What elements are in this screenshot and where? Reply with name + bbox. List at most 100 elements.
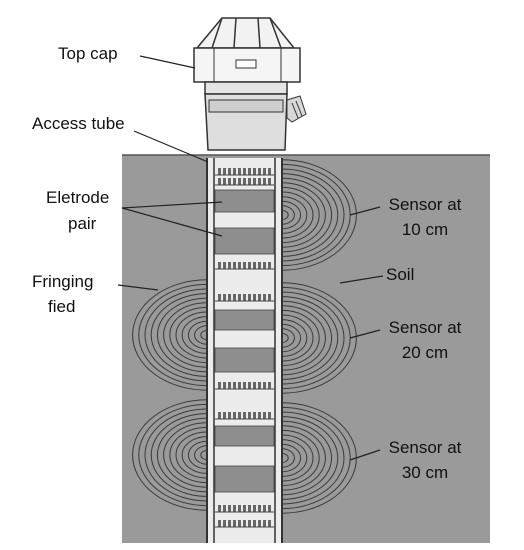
field-line (144, 408, 208, 502)
field-line (281, 411, 345, 505)
spacer-comb-1 (215, 168, 274, 176)
field-line (281, 291, 345, 385)
leader-lines (117, 55, 384, 461)
field-line (281, 434, 314, 482)
label-sensor-10-line1: Sensor at (388, 195, 462, 214)
field-line (281, 429, 320, 487)
label-soil: Soil (386, 265, 415, 284)
spacer-comb-5 (215, 382, 274, 390)
field-line (281, 328, 295, 348)
field-line (281, 420, 333, 496)
fringing-field-patterns (132, 159, 357, 514)
fringing-field-3 (281, 282, 357, 394)
electrode-ring-3 (214, 309, 275, 331)
leader-access-tube (133, 130, 209, 163)
field-line (144, 288, 208, 382)
fringing-field-2 (132, 279, 208, 391)
leader-electrode-1 (121, 201, 223, 209)
field-line (281, 177, 333, 253)
spacer-comb-6 (215, 412, 274, 420)
field-line (175, 431, 208, 479)
electrode-ring-6 (214, 465, 275, 493)
field-line (132, 399, 208, 511)
field-line (281, 186, 320, 244)
field-line (281, 319, 308, 357)
spacer-comb-7 (215, 505, 274, 513)
field-line (194, 325, 208, 345)
field-line (281, 443, 302, 473)
field-line (200, 329, 208, 341)
spacer-comb-4 (215, 294, 274, 302)
label-sensor-10-line2: 10 cm (401, 220, 449, 239)
field-line (281, 205, 295, 225)
field-line (281, 448, 295, 468)
label-access-tube: Access tube (32, 114, 125, 133)
field-line (281, 305, 326, 371)
label-fringing-line1: Fringing (32, 272, 94, 291)
field-line (156, 297, 208, 373)
field-line (281, 196, 308, 234)
field-line (281, 332, 289, 344)
spacer-comb-3 (215, 262, 274, 270)
field-line (281, 191, 314, 239)
field-line (138, 403, 208, 507)
electrode-ring-4 (214, 347, 275, 373)
label-top-cap: Top cap (58, 44, 118, 63)
field-line (169, 306, 208, 364)
field-line (132, 279, 208, 391)
field-line (181, 436, 208, 474)
leader-fringing (117, 284, 159, 291)
spacer-comb-2 (215, 178, 274, 186)
label-sensor-20-line1: Sensor at (388, 318, 462, 337)
field-line (150, 413, 208, 497)
field-line (175, 311, 208, 359)
leader-sensor-20 (349, 329, 381, 339)
field-line (281, 323, 302, 353)
electrode-ring-2 (214, 227, 275, 255)
field-line (138, 283, 208, 387)
field-line (194, 445, 208, 465)
electrode-pairs (214, 168, 275, 528)
field-line (281, 182, 326, 248)
field-line (281, 159, 357, 271)
field-line (163, 422, 208, 488)
field-line (281, 439, 308, 477)
label-sensor-20-line2: 20 cm (401, 343, 449, 362)
field-line (281, 296, 339, 380)
electrode-ring-1 (214, 189, 275, 213)
spacer-comb-8 (215, 520, 274, 528)
leader-sensor-30 (349, 449, 381, 461)
field-line (281, 406, 351, 510)
label-electrode-line1: Eletrode (46, 188, 110, 207)
label-electrode-line2: pair (68, 214, 97, 233)
field-line (281, 314, 314, 362)
label-fringing-line2: fied (48, 297, 76, 316)
field-line (281, 416, 339, 500)
label-sensor-30-line1: Sensor at (388, 438, 462, 457)
field-line (200, 449, 208, 461)
field-line (281, 452, 289, 464)
field-line (163, 302, 208, 368)
fringing-field-5 (281, 402, 357, 514)
field-line (187, 320, 208, 350)
top-cap (193, 17, 307, 151)
field-line (281, 425, 326, 491)
electrode-ring-5 (214, 425, 275, 447)
fringing-field-1 (281, 159, 357, 271)
field-line (181, 316, 208, 354)
field-line (187, 440, 208, 470)
label-sensor-30-line2: 30 cm (401, 463, 449, 482)
leader-soil (339, 275, 384, 284)
field-line (281, 200, 302, 230)
field-line (281, 300, 333, 376)
field-line (281, 168, 345, 262)
field-line (156, 417, 208, 493)
fringing-field-4 (132, 399, 208, 511)
field-line (281, 209, 289, 221)
leader-electrode-2 (121, 207, 223, 237)
field-line (169, 426, 208, 484)
leader-top-cap (139, 55, 196, 69)
field-line (281, 309, 320, 367)
field-line (150, 293, 208, 377)
